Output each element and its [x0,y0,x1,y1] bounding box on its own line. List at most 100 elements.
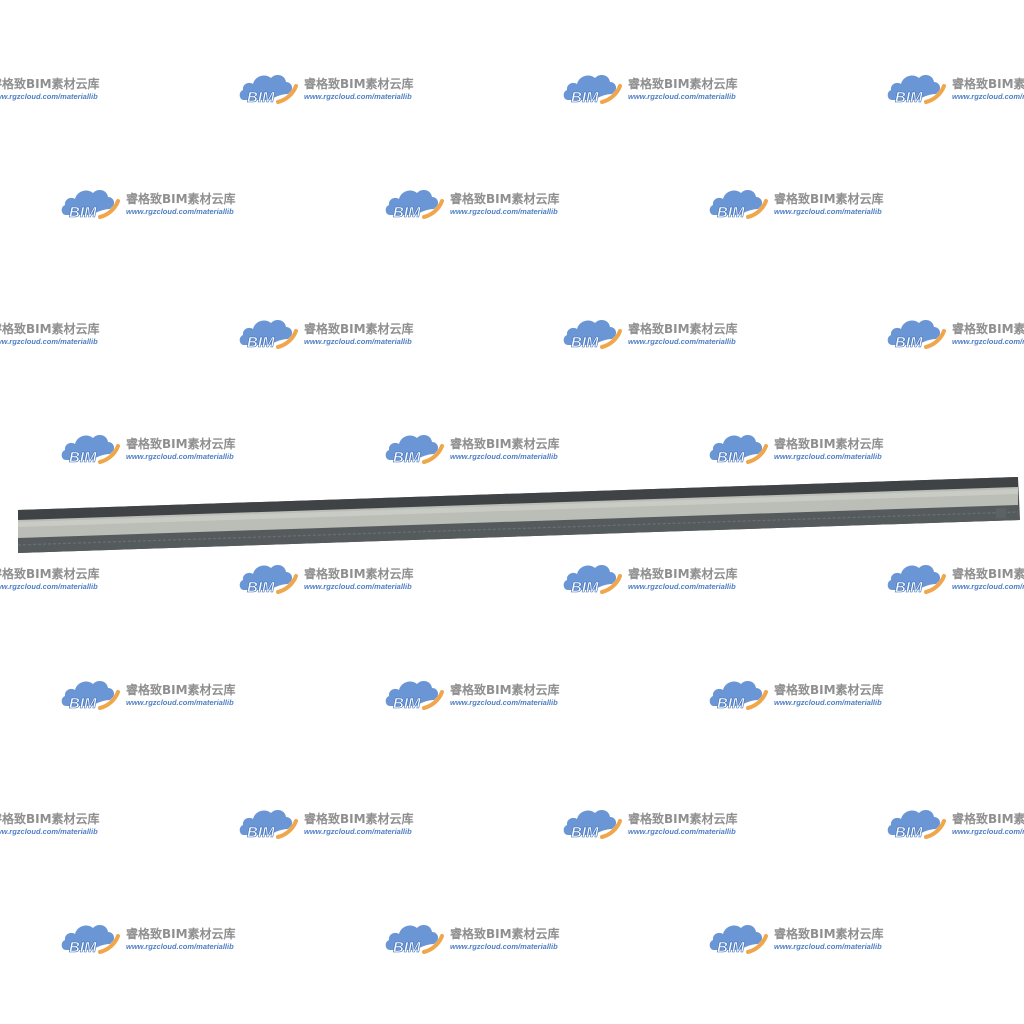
watermark-url: www.rgzcloud.com/materiallib [628,92,736,101]
cloud-icon: BIM [709,924,768,956]
cloud-icon: BIM [563,319,622,351]
logo-text: BIM [571,334,599,351]
logo-text: BIM [571,824,599,841]
watermark-title: 睿格致BIM素材云库 [0,812,100,826]
watermark-url: www.rgzcloud.com/materiallib [126,207,234,216]
watermark-url: www.rgzcloud.com/materiallib [304,92,412,101]
logo-text: BIM [247,579,275,596]
profile-face-highlight [18,489,1018,527]
watermark-url: www.rgzcloud.com/materiallib [774,452,882,461]
cloud-icon: BIM [239,74,298,106]
cloud-icon: BIM [61,680,120,712]
watermark-url: www.rgzcloud.com/materiallib [0,582,98,591]
cloud-icon: BIM [563,74,622,106]
watermark-title: 睿格致BIM素材云库 [774,683,884,697]
watermark-title: 睿格致BIM素材云库 [952,77,1024,91]
watermark-url: www.rgzcloud.com/materiallib [126,698,234,707]
watermark-url: www.rgzcloud.com/materiallib [126,942,234,951]
cloud-icon: BIM [239,564,298,596]
cloud-icon: BIM [239,809,298,841]
watermark-title: 睿格致BIM素材云库 [0,322,100,336]
cloud-icon: BIM [385,924,444,956]
cloud-icon: BIM [709,189,768,221]
watermark-title: 睿格致BIM素材云库 [450,437,560,451]
watermark-title: 睿格致BIM素材云库 [628,812,738,826]
watermark-title: 睿格致BIM素材云库 [450,927,560,941]
logo-text: BIM [717,449,745,466]
watermark-title: 睿格致BIM素材云库 [126,192,236,206]
watermark-tile: BIM 睿格致BIM素材云库www.rgzcloud.com/materialli… [886,560,1024,596]
logo-text: BIM [717,695,745,712]
logo-text: BIM [895,334,923,351]
watermark-title: 睿格致BIM素材云库 [628,77,738,91]
watermark-title: 睿格致BIM素材云库 [450,683,560,697]
watermark-tile: BIM睿格致BIM素材云库www.rgzcloud.com/materialli… [0,315,114,351]
watermark-title: 睿格致BIM素材云库 [450,192,560,206]
cloud-icon: BIM [887,564,946,596]
watermark-url: www.rgzcloud.com/materiallib [304,337,412,346]
watermark-title: 睿格致BIM素材云库 [304,812,414,826]
cloud-icon: BIM [385,680,444,712]
watermark-url: www.rgzcloud.com/materiallib [952,337,1024,346]
watermark-title: 睿格致BIM素材云库 [126,683,236,697]
cloud-icon: BIM [239,319,298,351]
watermark-url: www.rgzcloud.com/materiallib [0,92,98,101]
logo-text: BIM [247,334,275,351]
watermark-tile: BIM 睿格致BIM素材云库www.rgzcloud.com/materialli… [886,70,1024,106]
watermark-url: www.rgzcloud.com/materiallib [952,92,1024,101]
watermark-title: 睿格致BIM素材云库 [952,567,1024,581]
cloud-icon: BIM [563,564,622,596]
watermark-url: www.rgzcloud.com/materiallib [952,582,1024,591]
watermark-url: www.rgzcloud.com/materiallib [450,698,558,707]
watermark-url: www.rgzcloud.com/materiallib [450,942,558,951]
logo-text: BIM [717,939,745,956]
watermark-url: www.rgzcloud.com/materiallib [628,337,736,346]
watermark-title: 睿格致BIM素材云库 [0,567,100,581]
watermark-title: 睿格致BIM素材云库 [126,927,236,941]
cloud-icon: BIM [61,924,120,956]
cloud-icon: BIM [61,434,120,466]
watermark-url: www.rgzcloud.com/materiallib [628,827,736,836]
watermark-url: www.rgzcloud.com/materiallib [774,207,882,216]
watermark-url: www.rgzcloud.com/materiallib [952,827,1024,836]
cloud-icon: BIM [887,319,946,351]
watermark-url: www.rgzcloud.com/materiallib [774,942,882,951]
watermark-tile: BIM睿格致BIM素材云库www.rgzcloud.com/materialli… [0,805,114,841]
watermark-tile: BIM睿格致BIM素材云库www.rgzcloud.com/materialli… [886,315,1024,351]
cloud-icon: BIM [385,189,444,221]
profile-rib-texture [17,511,1019,546]
cloud-icon: BIM [709,680,768,712]
watermark-title: 睿格致BIM素材云库 [628,322,738,336]
profile-top-flange [18,477,1018,521]
watermark-title: 睿格致BIM素材云库 [774,437,884,451]
watermark-url: www.rgzcloud.com/materiallib [774,698,882,707]
cloud-icon: BIM [563,809,622,841]
logo-text: BIM [247,89,275,106]
logo-text: BIM [393,449,421,466]
logo-text: BIM [895,89,923,106]
watermark-url: www.rgzcloud.com/materiallib [126,452,234,461]
logo-text: BIM [393,939,421,956]
logo-text: BIM [247,824,275,841]
watermark-url: www.rgzcloud.com/materiallib [304,582,412,591]
watermark-url: www.rgzcloud.com/materiallib [0,337,98,346]
logo-text: BIM [69,939,97,956]
watermark-tile: BIM睿格致BIM素材云库www.rgzcloud.com/materialli… [886,805,1024,841]
